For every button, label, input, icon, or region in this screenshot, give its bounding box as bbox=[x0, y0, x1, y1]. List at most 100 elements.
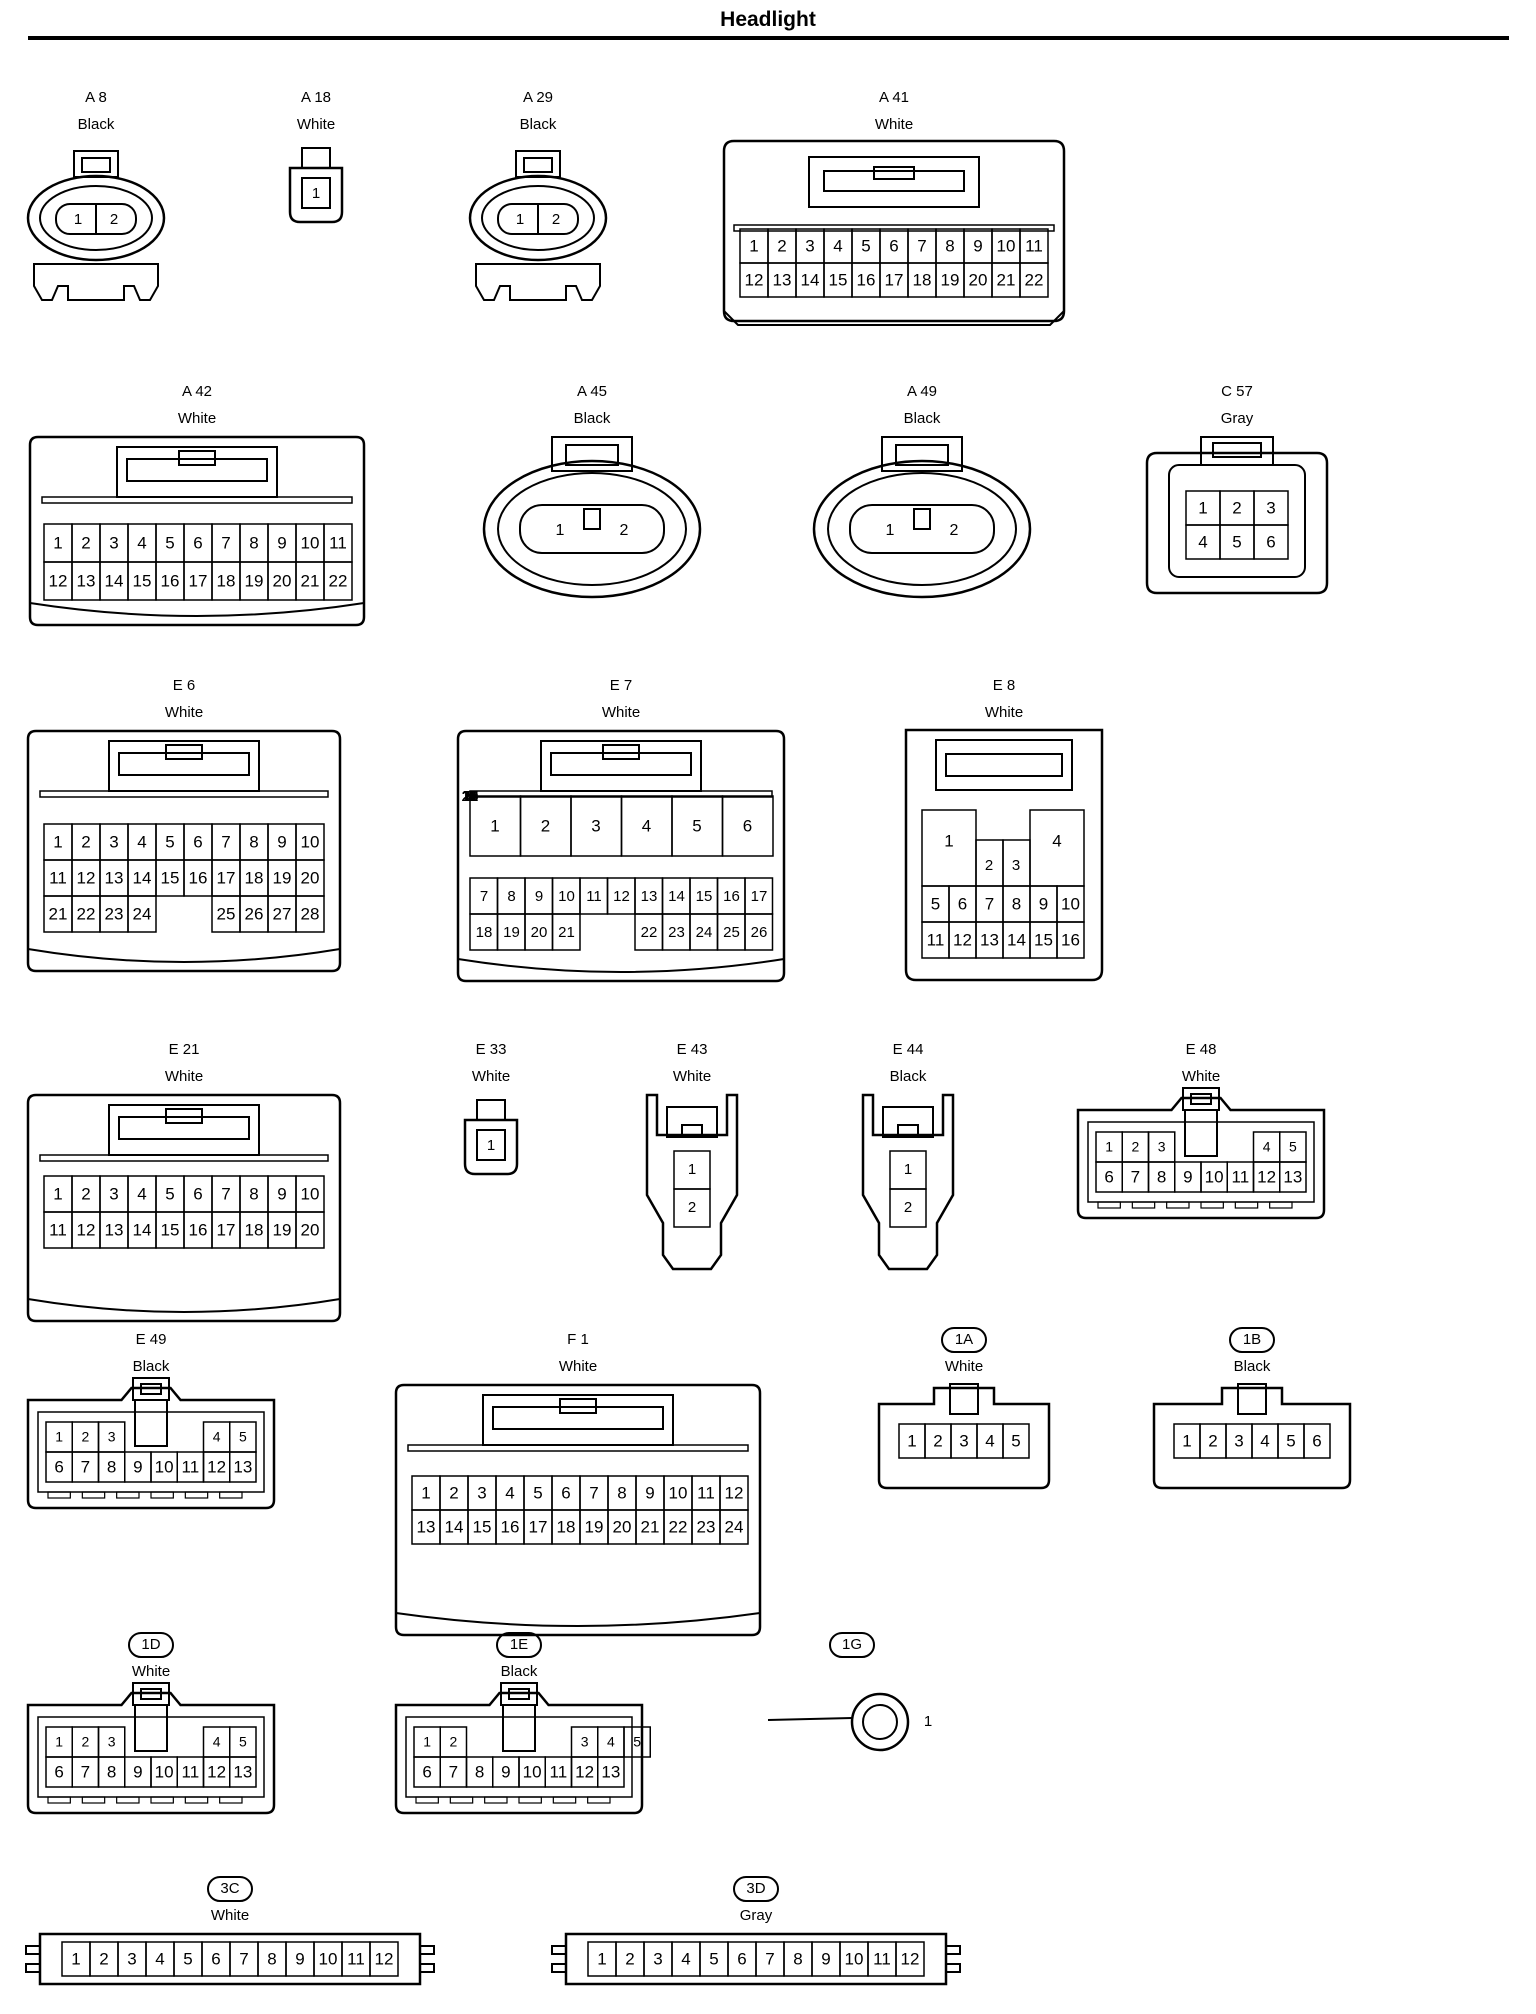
pin-number: 3 bbox=[1266, 498, 1275, 517]
outline-part bbox=[873, 166, 915, 180]
connector-code: A 42 bbox=[182, 383, 212, 400]
pin-number: 1 bbox=[597, 1949, 606, 1968]
outline-part bbox=[26, 1386, 276, 1510]
pin-number: 12 bbox=[613, 888, 630, 905]
pin-number: 11 bbox=[329, 533, 347, 552]
pin-number: 2 bbox=[625, 1949, 634, 1968]
pin-number: 16 bbox=[1061, 930, 1080, 949]
title-rule bbox=[28, 36, 1509, 40]
connector-code: A 8 bbox=[85, 89, 107, 106]
outline-part bbox=[1200, 436, 1274, 466]
outline-part bbox=[551, 1963, 567, 1973]
pin-number: 11 bbox=[1025, 236, 1043, 255]
pin-number: 1 bbox=[924, 1713, 932, 1730]
connector-color: Black bbox=[78, 116, 115, 133]
outline-part bbox=[1184, 1109, 1218, 1157]
connector-color: White bbox=[875, 116, 913, 133]
pin-number: 7 bbox=[239, 1949, 248, 1968]
pin-number: 18 bbox=[913, 270, 932, 289]
pin-number: 4 bbox=[213, 1429, 221, 1445]
outline-part bbox=[419, 1945, 435, 1955]
pin-number: 10 bbox=[155, 1457, 174, 1476]
outline-part bbox=[645, 1093, 739, 1271]
outline-part bbox=[165, 744, 203, 760]
outline-part bbox=[394, 1691, 644, 1815]
pin-number: 3 bbox=[1158, 1139, 1166, 1155]
connector-color: White bbox=[132, 1663, 170, 1680]
pin-number: 5 bbox=[165, 832, 174, 851]
outline-part bbox=[26, 174, 166, 262]
outline-part bbox=[882, 1106, 934, 1138]
pin-number: 1 bbox=[907, 1431, 916, 1450]
pin-number: 12 bbox=[49, 571, 68, 590]
pin-number: 6 bbox=[422, 1762, 431, 1781]
pin-number: 3 bbox=[653, 1949, 662, 1968]
outline-part bbox=[564, 1932, 948, 1986]
outline-part bbox=[502, 1704, 536, 1752]
pin-number: 13 bbox=[233, 1457, 252, 1476]
pin-number: 2 bbox=[620, 522, 629, 539]
outline-part bbox=[1279, 1161, 1307, 1193]
pin-number: 12 bbox=[207, 1457, 226, 1476]
outline-part bbox=[39, 185, 153, 251]
pin-number: 18 bbox=[557, 1517, 576, 1536]
outline-part bbox=[721, 795, 774, 857]
pin-number: 7 bbox=[917, 236, 926, 255]
pin-number: 1 bbox=[53, 832, 62, 851]
pin-number: 9 bbox=[133, 1762, 142, 1781]
connector-color: White bbox=[559, 1358, 597, 1375]
pin-number: 12 bbox=[745, 270, 764, 289]
outline-part bbox=[457, 958, 785, 973]
pin-number: 3 bbox=[109, 533, 118, 552]
pin-number: 22 bbox=[329, 571, 348, 590]
pin-number: 14 bbox=[133, 1220, 152, 1239]
connector-code: A 49 bbox=[907, 383, 937, 400]
outline-part bbox=[29, 602, 365, 617]
pin-number: 4 bbox=[1260, 1431, 1269, 1450]
outline-part bbox=[587, 1796, 611, 1804]
outline-part bbox=[482, 459, 702, 599]
pin-number: 8 bbox=[107, 1457, 116, 1476]
pin-number: 23 bbox=[668, 924, 685, 941]
pin-number: 22 bbox=[77, 904, 96, 923]
outline-part bbox=[949, 1383, 979, 1415]
connector-code: A 45 bbox=[577, 383, 607, 400]
outline-part bbox=[850, 1692, 910, 1752]
outline-part bbox=[26, 729, 342, 973]
outline-part bbox=[515, 150, 561, 178]
pin-number: 3 bbox=[591, 816, 600, 835]
pin-number: 23 bbox=[697, 1517, 716, 1536]
outline-part bbox=[945, 753, 1063, 777]
pin-number: 8 bbox=[1012, 894, 1021, 913]
outline-part bbox=[38, 1932, 422, 1986]
pin-number: 5 bbox=[1286, 1431, 1295, 1450]
connector-code: 1D bbox=[141, 1636, 160, 1653]
pin-number: 9 bbox=[501, 1762, 510, 1781]
connector-code: E 44 bbox=[893, 1041, 924, 1058]
connector-color: Black bbox=[890, 1068, 927, 1085]
outline-part bbox=[827, 472, 1017, 586]
pin-number: 15 bbox=[473, 1517, 492, 1536]
pin-number: 14 bbox=[445, 1517, 464, 1536]
pin-number: 18 bbox=[217, 571, 236, 590]
outline-part bbox=[623, 1726, 651, 1758]
pin-number: 5 bbox=[165, 533, 174, 552]
pin-number: 4 bbox=[833, 236, 842, 255]
pin-number: 18 bbox=[245, 868, 264, 887]
outline-part bbox=[551, 1945, 567, 1955]
outline-part bbox=[881, 436, 963, 472]
pin-number: 19 bbox=[245, 571, 264, 590]
pin-number: 1 bbox=[1198, 498, 1207, 517]
outline-part bbox=[913, 508, 931, 530]
pin-number: 9 bbox=[821, 1949, 830, 1968]
pin-number: 6 bbox=[1104, 1167, 1113, 1186]
connector-color: Black bbox=[501, 1663, 538, 1680]
outline-part bbox=[476, 1129, 506, 1161]
pin-number: 2 bbox=[904, 1199, 912, 1216]
outline-part bbox=[47, 1491, 71, 1499]
pin-number: 11 bbox=[1232, 1167, 1250, 1186]
